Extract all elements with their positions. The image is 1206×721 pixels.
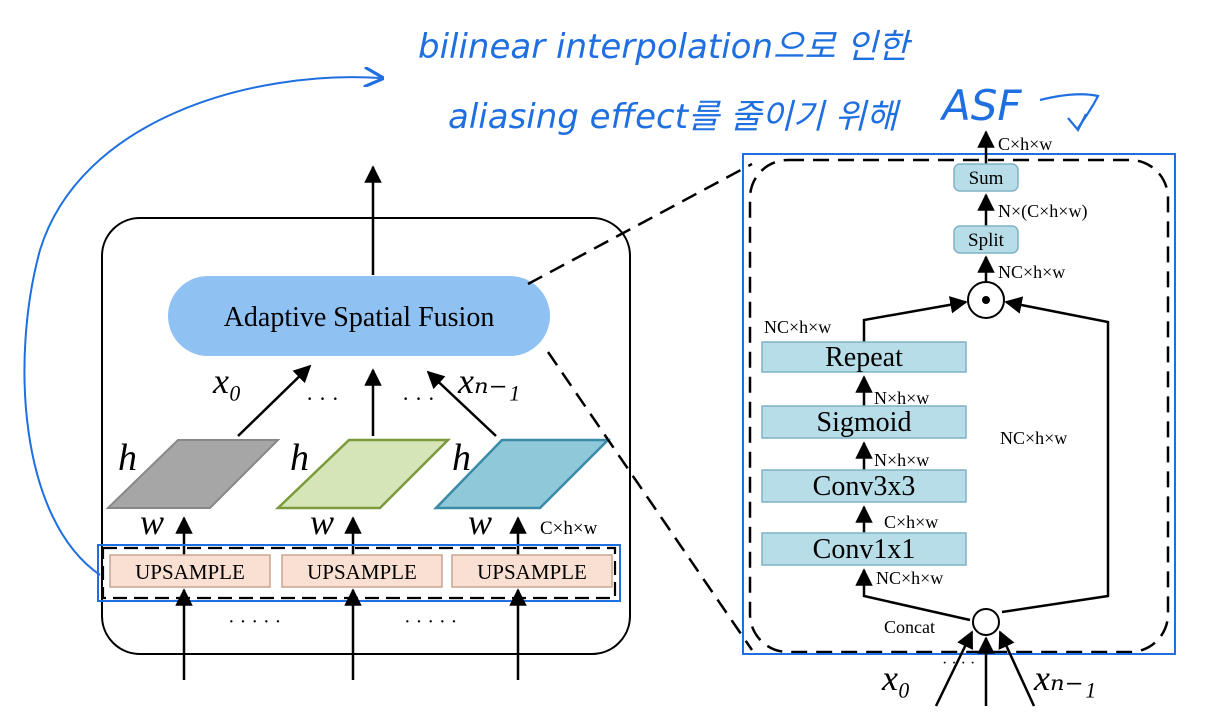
dots-left: · · · [306,386,339,411]
sigmoid-dim-label: N×h×w [874,388,929,408]
repeat-dim-label: NC×h×w [764,317,831,337]
asf-curved-arrow-icon [1039,93,1100,129]
upsample-label-3: UPSAMPLE [477,560,587,584]
asf-arrowhead-icon [1067,113,1087,132]
sigmoid-label: Sigmoid [817,407,912,438]
x0-label: x₀ [212,361,242,401]
annotation-line2: aliasing effect를 줄이기 위해 [448,97,901,137]
h-label-1: h [118,437,137,479]
split-dim-label: N×(C×h×w) [998,201,1087,222]
gray-feature-plane [105,439,281,509]
concat-input-1 [934,630,974,707]
upsample-box-1 [109,554,271,588]
upsample-dashed-group [101,546,617,600]
conv3x3-label: Conv3x3 [813,471,916,502]
annotation-asf: ASF [939,81,1022,130]
concat-node [972,608,1000,636]
conv1x1-box [761,532,967,566]
asf-dashed-frame [748,158,1170,654]
xn-label: xₙ₋₁ [457,361,520,401]
conv3-dim-label: N×h×w [874,450,929,470]
teal-feature-plane [433,438,612,510]
xn-arrow [426,370,497,437]
split-box [953,225,1019,254]
repeat-box [761,341,967,373]
asf-blue-highlight [742,153,1176,655]
dim-label-chw: C×h×w [540,518,598,539]
adaptive-spatial-fusion-box [168,276,550,356]
upsample-label-1: UPSAMPLE [135,560,245,584]
w-label-1: w [140,502,164,542]
h-label-2: h [290,437,309,479]
sum-box [953,163,1019,192]
left-module-frame [101,217,631,655]
w-label-2: w [310,502,334,542]
x0-arrow [237,364,312,437]
upsample-box-2 [281,554,443,588]
split-label: Split [968,230,1005,251]
sigmoid-box [761,405,967,439]
skip-connection-arrow [1001,296,1110,614]
dot-dim-label: NC×h×w [998,262,1065,282]
skip-dim-label: NC×h×w [1000,428,1067,448]
sum-label: Sum [969,168,1004,189]
dots-right: · · · [402,386,435,411]
zoom-dashed-line-bottom [546,351,754,651]
bottom-dots-2: · · · · · [404,611,457,633]
annotation-curve-arrow-icon [23,77,380,576]
w-label-3: w [468,502,492,542]
upsample-box-3 [451,554,613,588]
concat-to-conv1-arrow [855,568,971,622]
bottom-dots-1: · · · · · [228,611,281,633]
top-dim-label: C×h×w [998,134,1052,154]
repeat-to-product-arrow [862,296,968,342]
conv3x3-box [761,469,967,503]
asf-detail: C×h×w Sum N×(C×h×w) Split NC×h×w NC×h×w … [742,130,1176,707]
right-xn-label: xₙ₋₁ [1033,658,1096,698]
zoom-dashed-line-top [527,162,753,286]
left-module: Adaptive Spatial Fusion x₀ xₙ₋₁ · · · · … [97,165,631,680]
conv1-dim-label: C×h×w [884,512,938,532]
upsample-label-2: UPSAMPLE [307,560,417,584]
odot-dot-icon [982,296,990,304]
adaptive-spatial-fusion-label: Adaptive Spatial Fusion [224,302,495,333]
right-dots: · · · · [942,655,975,672]
concat-input-3 [998,630,1036,707]
concat-label: Concat [884,617,935,637]
conv1x1-label: Conv1x1 [813,534,916,565]
h-label-3: h [452,437,471,479]
handwritten-annotation: bilinear interpolation으로 인한 aliasing eff… [23,27,1100,576]
concat-dim-label: NC×h×w [876,568,943,588]
green-feature-plane [274,438,452,510]
annotation-line1: bilinear interpolation으로 인한 [418,27,913,67]
repeat-label: Repeat [825,342,903,373]
right-x0-label: x₀ [881,658,911,698]
